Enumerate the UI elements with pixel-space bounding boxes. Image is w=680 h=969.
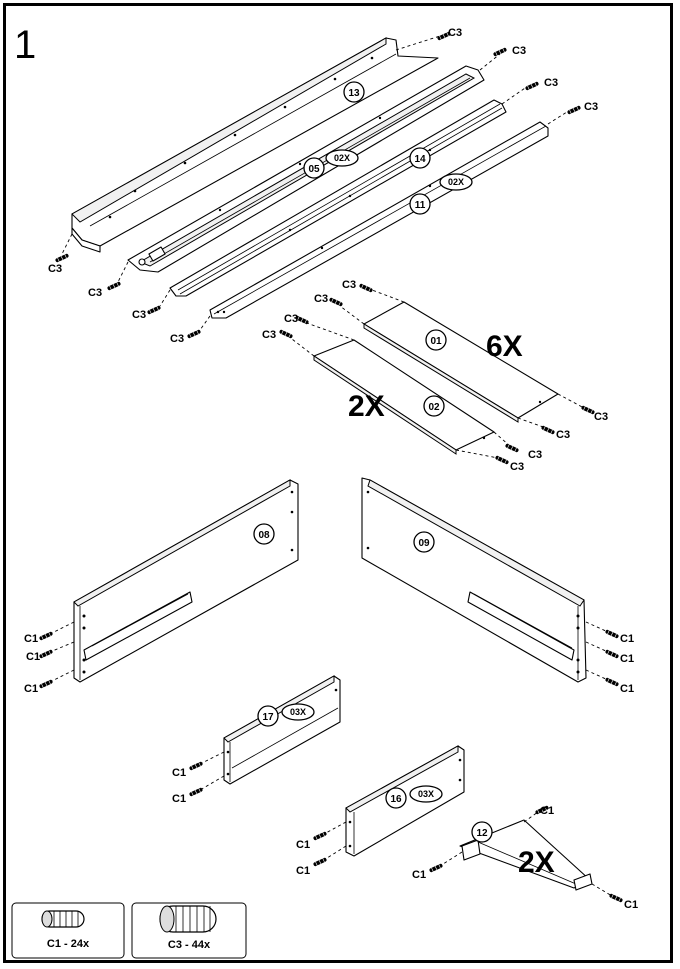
svg-text:03X: 03X [418,789,434,799]
svg-text:C3: C3 [510,461,524,473]
svg-text:C1: C1 [172,793,186,805]
svg-text:C1: C1 [412,869,426,881]
svg-text:C3: C3 [170,333,184,345]
svg-text:C1: C1 [620,633,634,645]
svg-text:02X: 02X [334,153,350,163]
svg-text:C3: C3 [544,77,558,89]
part-label-14: 14 [409,147,431,169]
svg-text:13: 13 [348,88,360,99]
part-label-16: 16 03X [385,785,443,809]
svg-text:C1: C1 [26,651,40,663]
part-09-panel [361,477,587,683]
part-label-12: 12 [471,821,493,843]
c1-fasteners-17: C1 C1 [172,751,225,805]
c1-fasteners-12: C1 C1 C1 [412,804,638,911]
c1-fasteners-09: C1 C1 C1 [585,621,634,695]
part-08-panel [73,479,299,683]
part-label-11: 11 02X [409,173,473,215]
svg-text:01: 01 [430,336,442,347]
part-label-09: 09 [413,531,435,553]
legend-c1: C1 - 24x [11,902,125,959]
svg-text:14: 14 [414,154,426,165]
svg-text:02: 02 [428,402,440,413]
svg-text:C3: C3 [594,411,608,423]
svg-text:C3: C3 [88,287,102,299]
legend-c1-label: C1 - 24x [47,938,90,950]
part-label-05: 05 02X [303,149,359,179]
svg-text:C1: C1 [620,683,634,695]
svg-text:08: 08 [258,530,270,541]
c3-fasteners-shelves: C3 C3 C3 C3 C3 C3 C3 C3 [262,279,608,473]
part-label-13: 13 [343,81,365,103]
legend-c3: C3 - 44x [131,902,247,959]
c1-fasteners-16: C1 C1 [296,821,347,877]
svg-text:C1: C1 [172,767,186,779]
svg-text:12: 12 [476,828,488,839]
svg-text:C1: C1 [620,653,634,665]
part-14-rail [169,99,507,297]
svg-text:C1: C1 [296,839,310,851]
svg-text:C3: C3 [556,429,570,441]
svg-text:C3: C3 [262,329,276,341]
part-label-17: 17 03X [257,703,315,727]
svg-text:03X: 03X [290,707,306,717]
svg-text:02X: 02X [448,177,464,187]
svg-text:05: 05 [308,164,320,175]
svg-text:16: 16 [390,794,402,805]
part-17-panel [223,675,341,785]
c1-fasteners-08: C1 C1 C1 [24,621,75,695]
svg-text:C1: C1 [24,633,38,645]
part-label-01: 01 [425,329,447,351]
svg-text:C1: C1 [540,805,554,817]
svg-text:C3: C3 [314,293,328,305]
part-11-rail [209,121,549,319]
svg-text:C3: C3 [132,309,146,321]
quantity-02-label: 2X [348,390,385,423]
quantity-01-label: 6X [486,330,523,363]
c3-fasteners-rails: C3 C3 C3 C3 C3 C3 C3 C3 [48,27,598,345]
svg-text:C3: C3 [284,313,298,325]
dowel-small-icon [41,910,85,928]
svg-text:C3: C3 [584,101,598,113]
svg-text:11: 11 [415,200,426,211]
svg-text:C3: C3 [342,279,356,291]
dowel-large-icon [159,905,217,933]
svg-text:C3: C3 [512,45,526,57]
svg-text:C1: C1 [296,865,310,877]
part-label-02: 02 [423,395,445,417]
part-label-08: 08 [253,523,275,545]
svg-text:C3: C3 [48,263,62,275]
step-number: 1 [14,23,36,67]
legend-c3-label: C3 - 44x [168,939,211,951]
svg-text:C1: C1 [624,899,638,911]
svg-text:C1: C1 [24,683,38,695]
svg-text:C3: C3 [448,27,462,39]
svg-text:C3: C3 [528,449,542,461]
quantity-12-label: 2X [518,846,555,879]
svg-text:17: 17 [262,712,274,723]
svg-text:09: 09 [418,538,430,549]
